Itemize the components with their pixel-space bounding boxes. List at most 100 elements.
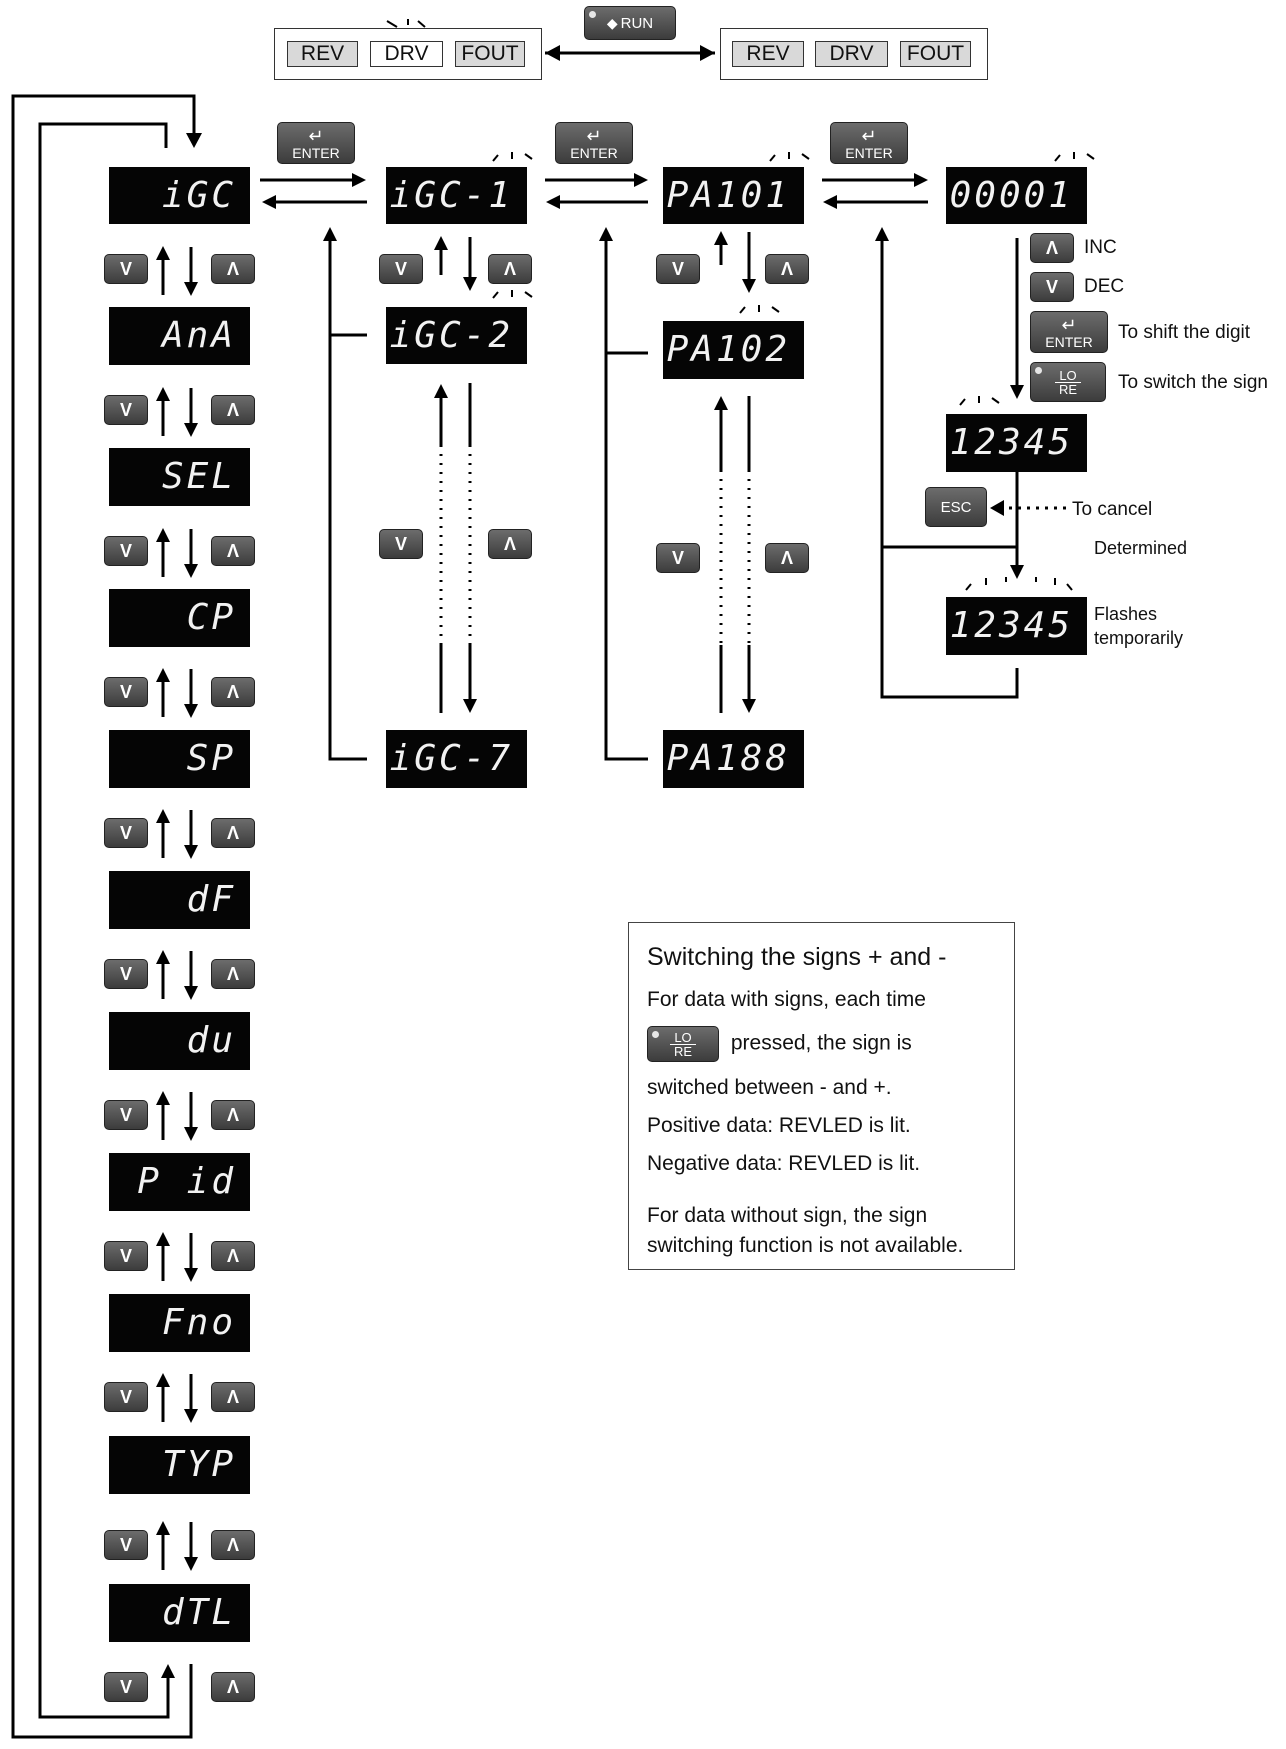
up-key[interactable]: Λ xyxy=(211,1241,255,1271)
led-drv-right: DRV xyxy=(815,41,888,67)
enter-label: ENTER xyxy=(292,145,340,161)
dec-label: DEC xyxy=(1084,276,1125,297)
menu-display-typ: TYP xyxy=(109,1436,250,1494)
down-key[interactable]: V xyxy=(104,1382,148,1412)
note-line: switched between - and +. xyxy=(647,1076,892,1099)
note-line: Positive data: REVLED is lit. xyxy=(647,1114,911,1137)
down-key[interactable]: V xyxy=(104,395,148,425)
led-rev-left: REV xyxy=(287,41,358,67)
up-key[interactable]: Λ xyxy=(488,254,532,284)
esc-key[interactable]: ESC xyxy=(925,487,987,527)
up-key[interactable]: Λ xyxy=(765,543,809,573)
note-line-text: pressed, the sign is xyxy=(730,1031,912,1055)
group-display-1: iGC-1 xyxy=(386,167,527,224)
up-key[interactable]: Λ xyxy=(211,1100,255,1130)
down-key[interactable]: V xyxy=(104,1100,148,1130)
down-key[interactable]: V xyxy=(379,529,423,559)
param-display-102: PA102 xyxy=(663,321,804,379)
value-arrows xyxy=(875,227,1024,699)
param-display-101: PA101 xyxy=(663,167,804,224)
down-key[interactable]: V xyxy=(104,1241,148,1271)
group-display-7: iGC-7 xyxy=(386,730,527,788)
enter-label: ENTER xyxy=(570,145,618,161)
inc-label: INC xyxy=(1084,237,1117,258)
menu-display-pid: P id xyxy=(109,1153,250,1211)
led-rev-right: REV xyxy=(732,41,804,67)
group-display-2: iGC-2 xyxy=(386,307,527,364)
param-arrows xyxy=(599,227,756,761)
lo-label: LO xyxy=(670,1031,696,1045)
up-key[interactable]: Λ xyxy=(765,254,809,284)
cancel-label: To cancel xyxy=(1072,499,1153,520)
value-display-edited: 12345 xyxy=(946,414,1087,472)
menu-display-dtl: dTL xyxy=(109,1584,250,1642)
run-label: RUN xyxy=(620,14,654,32)
note-line: For data with signs, each time xyxy=(647,988,926,1011)
enter-icon: ↵ xyxy=(308,126,324,146)
note-line: switching function is not available. xyxy=(647,1234,964,1257)
down-key[interactable]: V xyxy=(656,543,700,573)
menu-display-ana: AnA xyxy=(109,307,250,365)
note-line: Negative data: REVLED is lit. xyxy=(647,1152,921,1175)
enter-icon: ↵ xyxy=(586,126,602,146)
enter-key[interactable]: ↵ ENTER xyxy=(555,122,633,164)
shift-enter-key[interactable]: ↵ ENTER xyxy=(1030,311,1108,353)
enter-key[interactable]: ↵ ENTER xyxy=(277,122,355,164)
menu-display-sel: SEL xyxy=(109,448,250,506)
lore-key[interactable]: LO RE xyxy=(647,1026,719,1062)
down-key[interactable]: V xyxy=(104,254,148,284)
sign-switching-note: Switching the signs + and - For data wit… xyxy=(628,922,1015,1270)
determined-label: Determined xyxy=(1094,538,1188,558)
down-key[interactable]: V xyxy=(656,254,700,284)
group-dotted-lines xyxy=(437,445,474,645)
flashes-label: Flashes xyxy=(1094,604,1158,624)
enter-label: ENTER xyxy=(845,145,893,161)
up-key[interactable]: Λ xyxy=(211,1530,255,1560)
down-key[interactable]: V xyxy=(104,677,148,707)
inner-loop-line xyxy=(38,122,170,1719)
down-key[interactable]: V xyxy=(104,1672,148,1702)
shift-label: To shift the digit xyxy=(1118,322,1251,343)
down-key[interactable]: V xyxy=(104,1530,148,1560)
inc-key[interactable]: Λ xyxy=(1030,233,1074,263)
flash-marks xyxy=(386,19,1095,591)
up-key[interactable]: Λ xyxy=(488,529,532,559)
menu-updown-arrows xyxy=(156,246,198,1713)
up-key[interactable]: Λ xyxy=(211,677,255,707)
run-button[interactable]: ◆ RUN xyxy=(584,6,676,40)
menu-display-df: dF xyxy=(109,871,250,929)
enter-arrows xyxy=(260,173,928,209)
value-display-flashing: 12345 xyxy=(946,597,1087,655)
lore-key[interactable]: LO RE xyxy=(1030,362,1106,402)
led-fout-right: FOUT xyxy=(900,41,971,67)
enter-icon: ↵ xyxy=(861,126,877,146)
outer-loop-line xyxy=(11,94,196,1739)
param-display-188: PA188 xyxy=(663,730,804,788)
down-key[interactable]: V xyxy=(379,254,423,284)
menu-display-fno: Fno xyxy=(109,1294,250,1352)
up-key[interactable]: Λ xyxy=(211,959,255,989)
up-key[interactable]: Λ xyxy=(211,818,255,848)
temporarily-label: temporarily xyxy=(1094,628,1184,648)
lo-label: LO xyxy=(1055,369,1081,383)
down-key[interactable]: V xyxy=(104,536,148,566)
menu-display-cp: CP xyxy=(109,589,250,647)
enter-icon: ↵ xyxy=(1061,315,1077,335)
dec-key[interactable]: V xyxy=(1030,272,1074,302)
switch-sign-label: To switch the sign xyxy=(1118,372,1268,393)
led-fout-left: FOUT xyxy=(455,41,525,67)
value-display-initial: 00001 xyxy=(946,167,1087,224)
up-key[interactable]: Λ xyxy=(211,536,255,566)
up-key[interactable]: Λ xyxy=(211,254,255,284)
param-dotted-lines xyxy=(717,470,753,645)
enter-key[interactable]: ↵ ENTER xyxy=(830,122,908,164)
menu-display-sp: SP xyxy=(109,730,250,788)
up-key[interactable]: Λ xyxy=(211,1382,255,1412)
run-icon: ◆ xyxy=(606,14,618,31)
down-key[interactable]: V xyxy=(104,959,148,989)
down-key[interactable]: V xyxy=(104,818,148,848)
up-key[interactable]: Λ xyxy=(211,395,255,425)
up-key[interactable]: Λ xyxy=(211,1672,255,1702)
re-label: RE xyxy=(1058,381,1078,397)
